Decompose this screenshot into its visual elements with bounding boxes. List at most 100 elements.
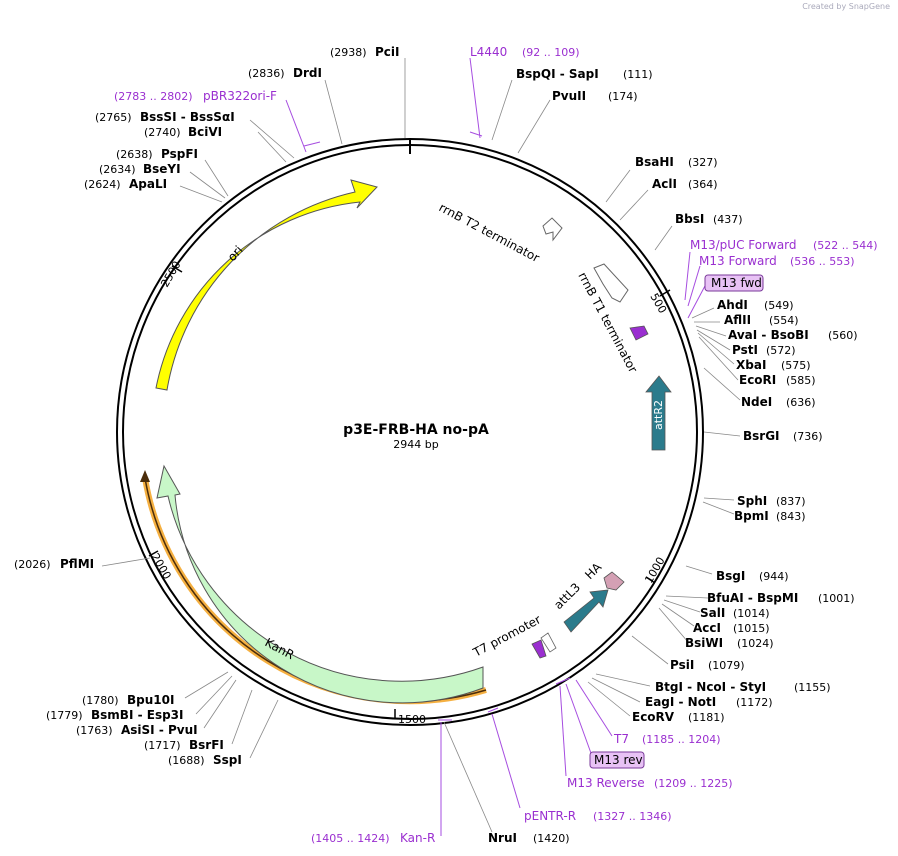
site-acci-pos: (1015)	[733, 622, 770, 635]
primer-kanr: (1405 .. 1424) Kan-R	[311, 831, 435, 845]
site-ahdi: AhdI (549)	[717, 298, 794, 312]
primer-kanr-range: (1405 .. 1424)	[311, 832, 390, 845]
scale-ticks: 500 1000 1500 2000 2500	[148, 259, 671, 726]
site-bfuai: BfuAI - BspMI (1001)	[707, 591, 855, 605]
site-btgi: BtgI - NcoI - StyI (1155)	[655, 680, 831, 694]
site-ahdi-name: AhdI	[717, 298, 748, 312]
site-ecorv-name: EcoRV	[632, 710, 675, 724]
site-avai: AvaI - BsoBI (560)	[728, 328, 858, 342]
rrnb-t2-label: rrnB T2 terminator	[437, 200, 542, 265]
site-bsiwi-name: BsiWI	[685, 636, 723, 650]
primer-m13rev-name: M13 Reverse	[567, 776, 645, 790]
m13-rev-box-label: M13 rev	[594, 753, 643, 767]
site-ahdi-pos: (549)	[764, 299, 794, 312]
snapgene-credit: Created by SnapGene	[802, 2, 890, 11]
primer-l4440: L4440 (92 .. 109)	[470, 45, 580, 59]
site-bsrgi-pos: (736)	[793, 430, 823, 443]
site-ecori-name: EcoRI	[739, 373, 776, 387]
primer-t7-range: (1185 .. 1204)	[642, 733, 721, 746]
site-drui-pos: (1420)	[533, 832, 570, 845]
site-bpu10i-name: Bpu10I	[127, 693, 174, 707]
attl3-feature: attL3	[551, 580, 609, 633]
site-drdi-pos: (2836)	[248, 67, 285, 80]
primer-pbr322: (2783 .. 2802) pBR322ori-F	[114, 89, 277, 103]
ha-label: HA	[582, 559, 605, 582]
primer-pbr322-range: (2783 .. 2802)	[114, 90, 193, 103]
site-psii-name: PsiI	[670, 658, 694, 672]
primer-pentr-name: pENTR-R	[524, 809, 576, 823]
primer-pentr: pENTR-R (1327 .. 1346)	[524, 809, 672, 823]
site-aflii-pos: (554)	[769, 314, 799, 327]
site-eagi-name: EagI - NotI	[645, 695, 716, 709]
ori-arrow	[155, 179, 378, 391]
primer-t7: T7 (1185 .. 1204)	[613, 732, 721, 746]
site-bpmi-name: BpmI	[734, 509, 769, 523]
site-bbsi: BbsI (437)	[675, 212, 743, 226]
t7-promoter-feature: T7 promoter	[470, 612, 557, 660]
site-bpmi-pos: (843)	[776, 510, 806, 523]
site-xbai: XbaI (575)	[736, 358, 811, 372]
primer-pbr322-name: pBR322ori-F	[203, 89, 277, 103]
primer-m13fwd-range: (536 .. 553)	[790, 255, 855, 268]
site-apali-name: ApaLI	[129, 177, 167, 191]
site-avai-name: AvaI - BsoBI	[728, 328, 809, 342]
site-sali-name: SalI	[700, 606, 725, 620]
site-acci-name: AccI	[693, 621, 721, 635]
site-psii: PsiI (1079)	[670, 658, 745, 672]
site-bssqi: (2765) BssSI - BssSαI	[95, 110, 235, 124]
site-sali-pos: (1014)	[733, 607, 770, 620]
m13-fwd-box: M13 fwd	[704, 274, 764, 292]
site-drui: NruI (1420)	[488, 831, 570, 845]
site-drdi: (2836) DrdI	[248, 66, 322, 80]
site-bpu10i: (1780) Bpu10I	[82, 693, 174, 707]
kanr-feature: KanR	[140, 464, 487, 705]
rrnb-t2-terminator: rrnB T2 terminator	[437, 200, 563, 265]
primer-pentr-range: (1327 .. 1346)	[593, 810, 672, 823]
rrnb-t2-icon	[542, 217, 563, 242]
site-bfuai-name: BfuAI - BspMI	[707, 591, 798, 605]
ha-feature: HA	[582, 559, 625, 591]
tick-500: 500	[647, 291, 669, 316]
site-bcivi: (2740) BciVI	[144, 125, 222, 139]
site-bseyi-name: BseYI	[143, 162, 181, 176]
site-sspi-name: SspI	[213, 753, 242, 767]
site-sali: SalI (1014)	[700, 606, 770, 620]
kanr-arrow	[156, 464, 484, 704]
m13-rev-rect	[589, 751, 645, 769]
attr2-arrow	[645, 375, 672, 451]
site-pvuii: PvuII (174)	[552, 89, 638, 103]
kanr-primer-head	[140, 470, 150, 482]
site-drdi-name: DrdI	[293, 66, 322, 80]
site-bpu10i-pos: (1780)	[82, 694, 119, 707]
site-bsrfi-name: BsrFI	[189, 738, 224, 752]
primer-l4440-name: L4440	[470, 45, 507, 59]
site-bsmbi-name: BsmBI - Esp3I	[91, 708, 183, 722]
primer-m13rev-range: (1209 .. 1225)	[654, 777, 733, 790]
site-drui-name: NruI	[488, 831, 517, 845]
site-bssqi-pos: (2765)	[95, 111, 132, 124]
t7-promoter-purple	[531, 639, 547, 659]
site-psti: PstI (572)	[732, 343, 796, 357]
site-psii-pos: (1079)	[708, 659, 745, 672]
site-ecori-pos: (585)	[786, 374, 816, 387]
m13-rev-box: M13 rev	[589, 751, 645, 769]
site-pcii-pos: (2938)	[330, 46, 367, 59]
attl3-arrow	[563, 589, 609, 633]
site-bsrfi-pos: (1717)	[144, 739, 181, 752]
tick-1000: 1000	[642, 555, 667, 586]
primer-m13fwd-name: M13 Forward	[699, 254, 777, 268]
primer-kanr-name: Kan-R	[400, 831, 435, 845]
primer-t7-name: T7	[613, 732, 629, 746]
t7-promoter-label: T7 promoter	[470, 612, 543, 660]
site-asisi-pos: (1763)	[76, 724, 113, 737]
site-sphi-name: SphI	[737, 494, 767, 508]
site-xbai-pos: (575)	[781, 359, 811, 372]
site-ecorv: EcoRV (1181)	[632, 710, 725, 724]
site-ndei-name: NdeI	[741, 395, 772, 409]
tick-1500: 1500	[398, 713, 426, 726]
site-eagi: EagI - NotI (1172)	[645, 695, 773, 709]
site-psti-pos: (572)	[766, 344, 796, 357]
site-pvuii-pos: (174)	[608, 90, 638, 103]
site-bsgi: BsgI (944)	[716, 569, 789, 583]
site-btgi-name: BtgI - NcoI - StyI	[655, 680, 766, 694]
